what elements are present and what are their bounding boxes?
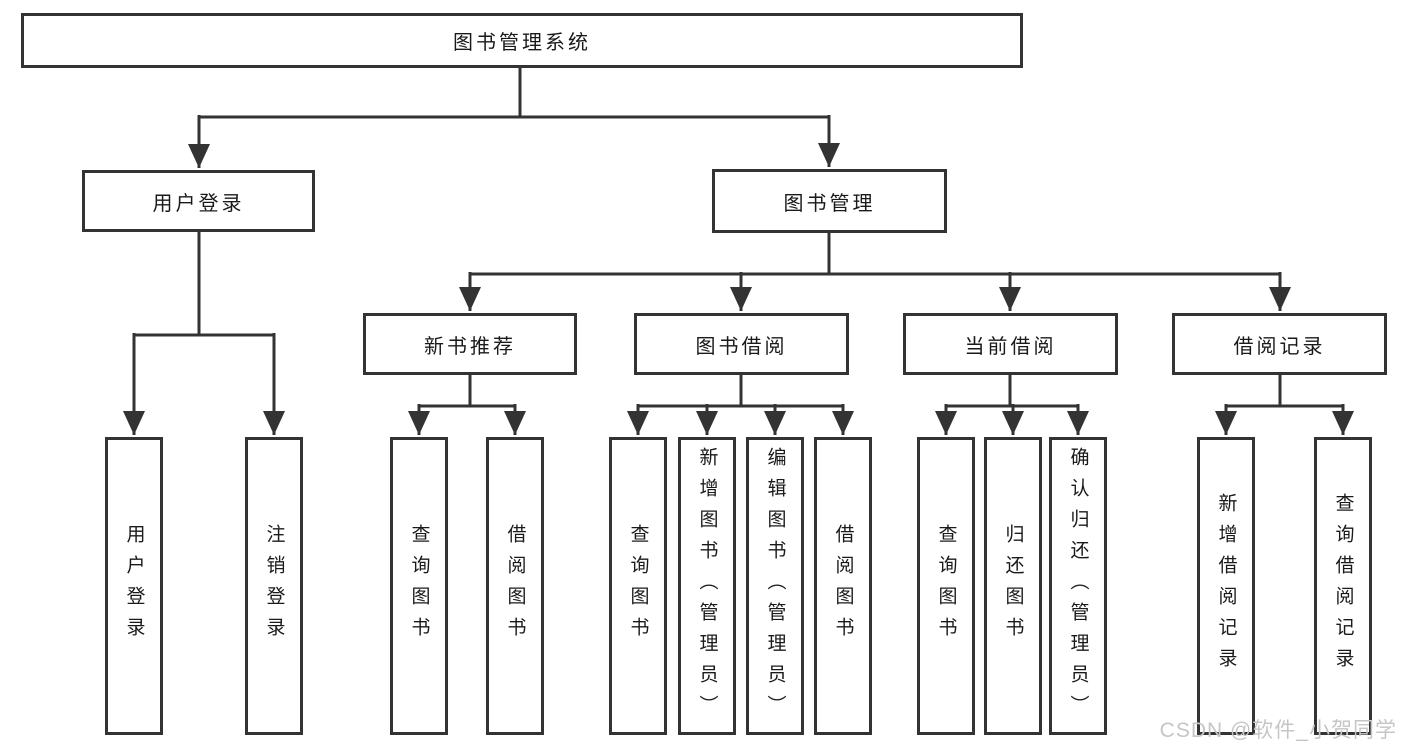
node-book-management: 图书管理	[712, 169, 947, 233]
node-leaf-query-book-2: 查询图书	[609, 437, 667, 735]
node-current-borrow: 当前借阅	[903, 313, 1118, 375]
node-user-login-module: 用户登录	[82, 170, 315, 232]
node-book-borrow: 图书借阅	[634, 313, 849, 375]
node-leaf-query-book-1-label: 查询图书	[408, 524, 430, 648]
connector-book-management-split	[470, 233, 1280, 276]
node-leaf-borrow-book-2-label: 借阅图书	[832, 524, 854, 648]
node-borrow-record: 借阅记录	[1172, 313, 1387, 375]
node-leaf-borrow-book-1-label: 借阅图书	[504, 524, 526, 648]
node-leaf-add-borrow-record: 新增借阅记录	[1197, 437, 1255, 735]
watermark: CSDN @软件_小贺同学	[1159, 719, 1397, 742]
connector-user-login-split	[134, 232, 274, 337]
node-leaf-query-book-3-label: 查询图书	[935, 524, 957, 648]
node-root-book-management-system: 图书管理系统	[21, 13, 1023, 68]
node-book-borrow-label: 图书借阅	[695, 335, 788, 358]
node-leaf-borrow-book-1: 借阅图书	[486, 437, 544, 735]
node-leaf-query-book-1: 查询图书	[390, 437, 448, 735]
connector-book-borrow-split	[638, 375, 843, 408]
node-leaf-add-book-admin: 新增图书（管理员）	[678, 437, 736, 735]
connector-root-split	[199, 68, 829, 119]
node-leaf-query-borrow-record: 查询借阅记录	[1314, 437, 1372, 735]
node-leaf-return-book-label: 归还图书	[1002, 524, 1024, 648]
node-book-management-label: 图书管理	[783, 192, 876, 215]
node-leaf-user-login: 用户登录	[105, 437, 163, 735]
node-leaf-borrow-book-2: 借阅图书	[814, 437, 872, 735]
node-borrow-record-label: 借阅记录	[1233, 335, 1326, 358]
node-leaf-edit-book-admin: 编辑图书（管理员）	[746, 437, 804, 735]
node-leaf-query-book-3: 查询图书	[917, 437, 975, 735]
node-leaf-confirm-return-admin-label: 确认归还（管理员）	[1067, 446, 1089, 726]
node-new-book-recommend: 新书推荐	[363, 313, 577, 375]
node-leaf-logout: 注销登录	[245, 437, 303, 735]
node-leaf-confirm-return-admin: 确认归还（管理员）	[1049, 437, 1107, 735]
connector-current-borrow-split	[946, 375, 1078, 408]
node-new-book-recommend-label: 新书推荐	[424, 335, 516, 358]
node-leaf-return-book: 归还图书	[984, 437, 1042, 735]
node-leaf-user-login-label: 用户登录	[123, 524, 145, 648]
node-leaf-add-book-admin-label: 新增图书（管理员）	[696, 446, 718, 726]
node-root-label: 图书管理系统	[453, 32, 591, 54]
connector-new-book-recommend-split	[419, 375, 515, 408]
connector-borrow-record-split	[1226, 375, 1343, 408]
node-leaf-query-book-2-label: 查询图书	[627, 524, 649, 648]
node-leaf-logout-label: 注销登录	[263, 524, 285, 648]
node-current-borrow-label: 当前借阅	[964, 335, 1057, 358]
node-leaf-add-borrow-record-label: 新增借阅记录	[1215, 493, 1237, 679]
node-user-login-module-label: 用户登录	[152, 192, 245, 215]
node-leaf-edit-book-admin-label: 编辑图书（管理员）	[764, 446, 786, 726]
node-leaf-query-borrow-record-label: 查询借阅记录	[1332, 493, 1354, 679]
